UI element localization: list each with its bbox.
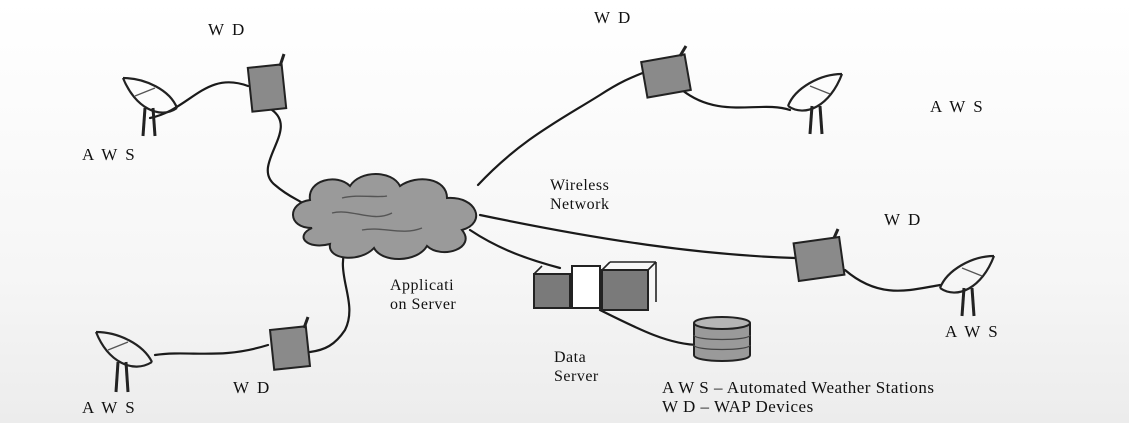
aws-label-top-left: A W S bbox=[82, 145, 137, 164]
application-server-label-line1: Applicati bbox=[390, 277, 455, 294]
application-server-icon bbox=[533, 261, 657, 311]
link-wd-r-aws-r bbox=[843, 268, 942, 292]
link-app-data bbox=[598, 308, 702, 347]
link-cloud-app bbox=[468, 228, 562, 270]
wireless-network-cloud-icon bbox=[292, 173, 478, 260]
link-wd-tr-aws-tr bbox=[680, 88, 792, 112]
link-cloud-wd-r bbox=[478, 213, 797, 260]
data-server-label-line2: Server bbox=[554, 368, 599, 385]
link-aws-tl-wd-tl bbox=[148, 81, 250, 120]
application-server-label-line2: on Server bbox=[390, 296, 457, 313]
link-wd-bl-aws-bl bbox=[153, 343, 270, 357]
weather-station-dish-icon-top-left bbox=[121, 76, 179, 137]
legend: A W S – Automated Weather Stations W D –… bbox=[662, 378, 935, 416]
link-wd-tl-cloud bbox=[266, 108, 307, 207]
data-server-database-icon bbox=[693, 316, 751, 362]
aws-label-top-right: A W S bbox=[930, 97, 985, 116]
wd-label-top-left: W D bbox=[208, 20, 247, 39]
wireless-network-label-line2: Network bbox=[550, 196, 610, 213]
aws-label-right: A W S bbox=[945, 322, 1000, 341]
legend-wd: W D – WAP Devices bbox=[662, 397, 814, 416]
wd-label-bottom-left: W D bbox=[233, 378, 272, 397]
link-cloud-wd-tr bbox=[476, 70, 647, 187]
aws-label-bottom-left: A W S bbox=[82, 398, 137, 417]
weather-station-dish-icon-top-right bbox=[786, 72, 844, 135]
wap-device-icon-bottom-left bbox=[268, 316, 312, 371]
wd-label-right: W D bbox=[884, 210, 923, 229]
wd-label-top-right: W D bbox=[594, 8, 633, 27]
wireless-network-label-line1: Wireless bbox=[550, 177, 610, 194]
weather-station-dish-icon-right bbox=[938, 254, 996, 317]
weather-station-dish-icon-bottom-left bbox=[94, 330, 153, 393]
wap-device-icon-right bbox=[792, 228, 846, 283]
legend-aws: A W S – Automated Weather Stations bbox=[662, 378, 935, 397]
wap-device-icon-top-right bbox=[640, 45, 692, 99]
data-server-label-line1: Data bbox=[554, 349, 587, 366]
wap-device-icon-top-left bbox=[246, 53, 288, 113]
link-cloud-wd-bl bbox=[308, 238, 352, 354]
